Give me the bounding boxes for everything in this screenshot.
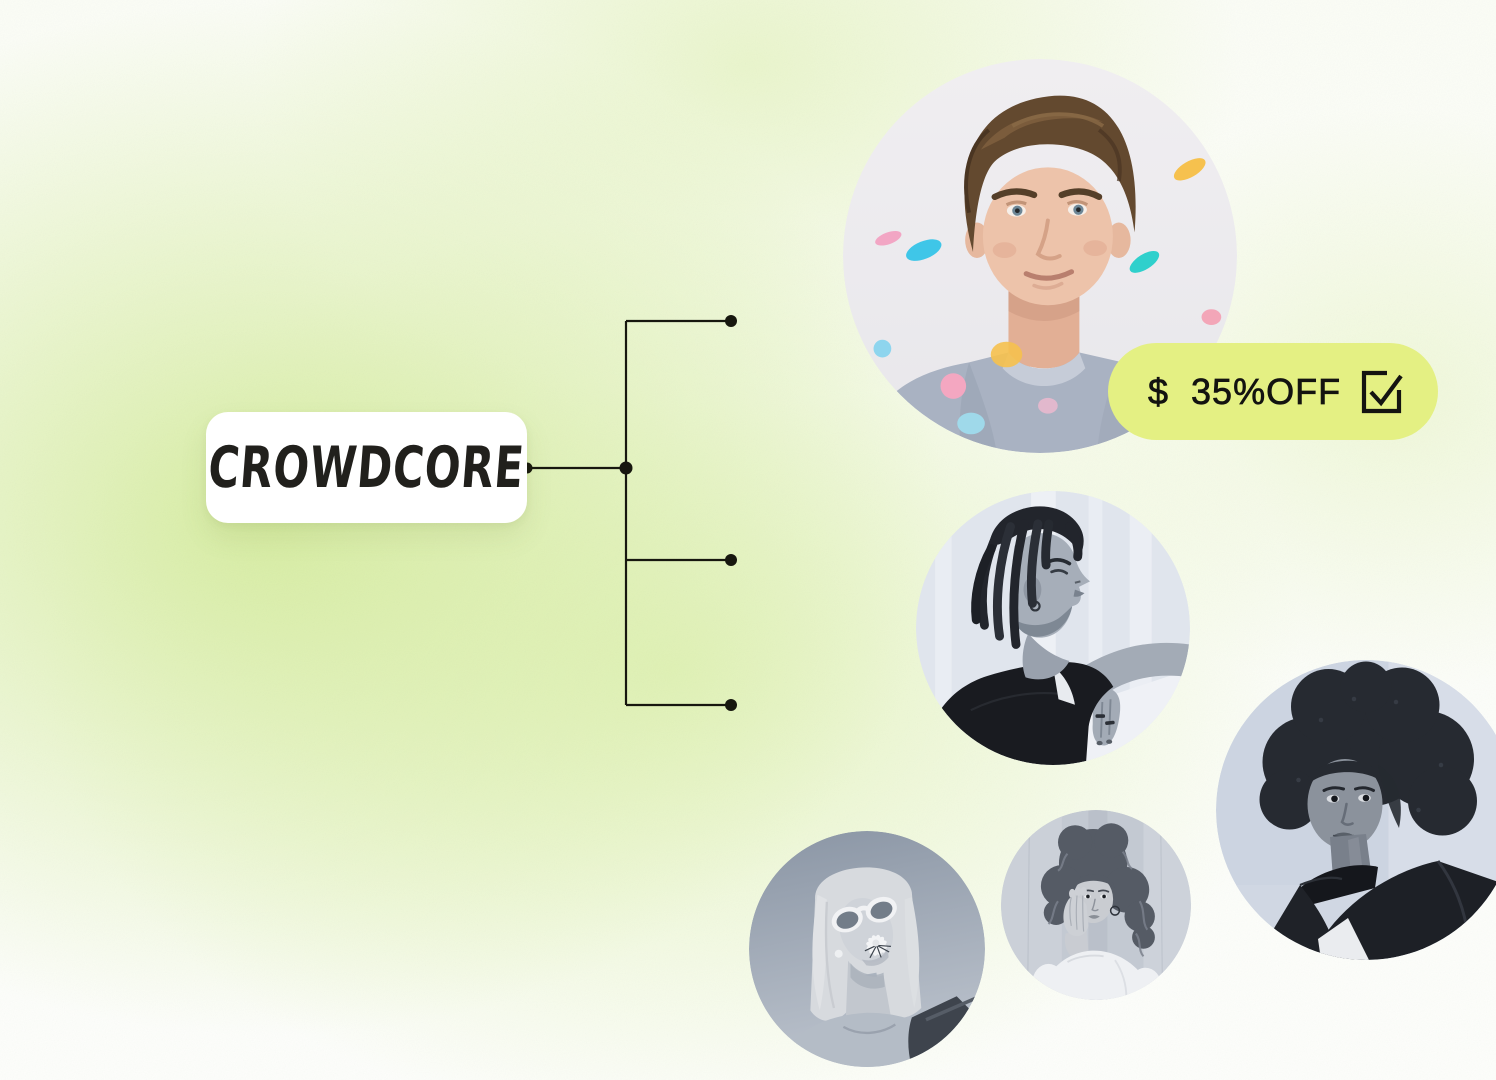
- discount-text: 35%OFF: [1191, 370, 1342, 412]
- connector-dot: [725, 699, 737, 711]
- portrait-sunglasses-illustration: [749, 831, 985, 1067]
- avatar-man-dreadlocks[interactable]: [916, 491, 1190, 765]
- checkbox-checked-icon[interactable]: [1354, 366, 1406, 418]
- portrait-dreadlocks-illustration: [916, 491, 1190, 765]
- portrait-curly-hair-illustration: [1001, 810, 1191, 1000]
- connector-dot: [725, 315, 737, 327]
- avatar-woman-sunglasses[interactable]: [749, 831, 985, 1067]
- avatar-woman-afro[interactable]: [1216, 660, 1496, 960]
- connector-dot: [725, 554, 737, 566]
- connector-dot: [619, 461, 633, 475]
- currency-symbol: $: [1148, 370, 1169, 412]
- brand-logo-text: CROWDCORE: [206, 434, 527, 501]
- portrait-afro-illustration: [1216, 660, 1496, 960]
- avatar-woman-curly-hair[interactable]: [1001, 810, 1191, 1000]
- brand-card[interactable]: CROWDCORE: [206, 412, 527, 523]
- discount-badge[interactable]: $ 35%OFF: [1108, 343, 1438, 440]
